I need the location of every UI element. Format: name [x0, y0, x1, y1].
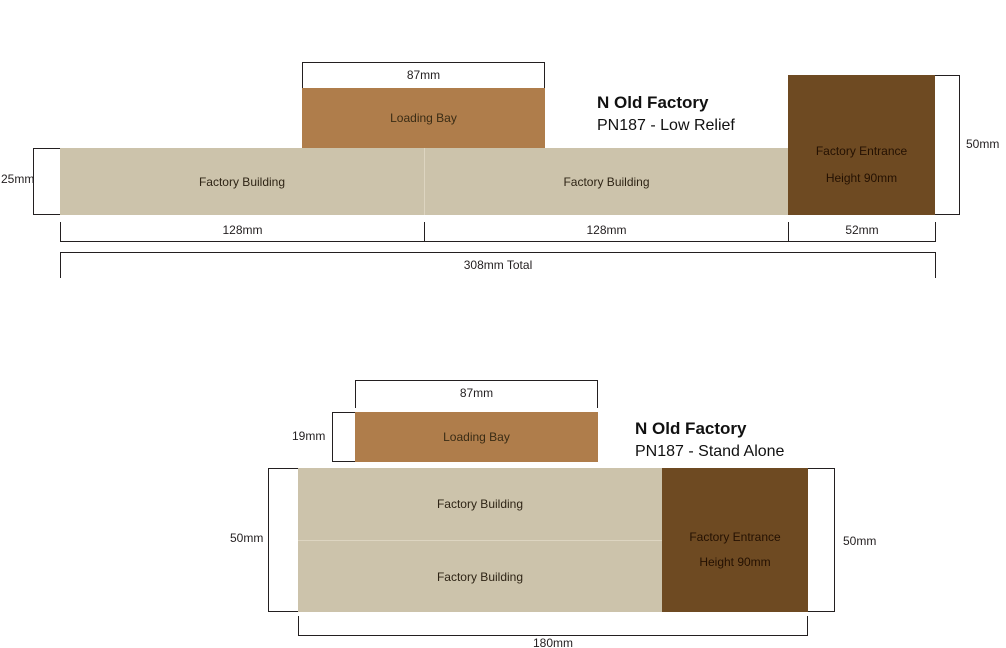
low-relief-loading-bay-width-bracket: 87mm [302, 62, 545, 88]
low-relief-dim-left-section-bracket: 128mm [60, 222, 424, 242]
low-relief-title-group: N Old Factory PN187 - Low Relief [597, 92, 735, 137]
low-relief-factory-building-left-block: Factory Building [60, 148, 424, 215]
low-relief-loading-bay-label: Loading Bay [390, 111, 457, 125]
low-relief-subtitle: PN187 - Low Relief [597, 116, 735, 134]
stand-alone-subtitle: PN187 - Stand Alone [635, 442, 785, 460]
stand-alone-loading-bay-height-label: 19mm [292, 429, 326, 443]
stand-alone-title: N Old Factory [635, 419, 747, 438]
low-relief-total-width-label: 308mm Total [463, 258, 533, 272]
stand-alone-factory-entrance-label: Factory Entrance [689, 529, 781, 544]
stand-alone-entrance-height-label: 50mm [843, 534, 877, 548]
low-relief-dim-mid-section-label: 128mm [586, 223, 627, 237]
low-relief-entrance-height-note: Height 90mm [825, 171, 898, 185]
stand-alone-factory-building-bottom-label: Factory Building [436, 569, 524, 584]
low-relief-dim-left-section-label: 128mm [222, 223, 263, 237]
stand-alone-factory-building-top-block: Factory Building [298, 468, 662, 540]
stand-alone-entrance-height-bracket [808, 468, 835, 612]
stand-alone-loading-bay-label: Loading Bay [443, 430, 510, 444]
low-relief-factory-entrance-label: Factory Entrance [815, 143, 908, 158]
low-relief-total-width-bracket: 308mm Total [60, 252, 936, 278]
stand-alone-factory-building-bottom-block: Factory Building [298, 540, 662, 612]
stand-alone-factory-entrance-block: Factory Entrance Height 90mm [662, 468, 808, 612]
low-relief-dim-entrance-section-bracket: 52mm [788, 222, 936, 242]
low-relief-factory-building-right-label: Factory Building [563, 174, 650, 189]
low-relief-building-height-bracket [33, 148, 60, 215]
low-relief-entrance-height-bracket [935, 75, 960, 215]
low-relief-factory-building-right-block: Factory Building [424, 148, 788, 215]
low-relief-loading-bay-width-label: 87mm [406, 68, 441, 82]
low-relief-building-height-label: 25mm [1, 172, 35, 186]
stand-alone-total-width-label: 180mm [532, 636, 573, 648]
low-relief-factory-entrance-block: Factory Entrance Height 90mm [788, 75, 935, 215]
stand-alone-total-width-bracket [298, 616, 808, 636]
stand-alone-title-group: N Old Factory PN187 - Stand Alone [635, 418, 784, 463]
stand-alone-building-height-bracket [268, 468, 298, 612]
stand-alone-loading-bay-width-bracket: 87mm [355, 380, 598, 408]
low-relief-title: N Old Factory [597, 93, 709, 112]
low-relief-factory-building-left-label: Factory Building [198, 174, 286, 189]
stand-alone-loading-bay-block: Loading Bay [355, 412, 598, 462]
stand-alone-loading-bay-height-bracket [332, 412, 355, 462]
stand-alone-loading-bay-width-label: 87mm [459, 386, 494, 400]
stand-alone-entrance-height-note: Height 90mm [699, 555, 771, 569]
low-relief-dim-entrance-section-label: 52mm [845, 223, 879, 237]
low-relief-entrance-height-label: 50mm [966, 137, 1000, 151]
stand-alone-factory-building-top-label: Factory Building [436, 497, 524, 511]
stand-alone-building-height-label: 50mm [230, 531, 264, 545]
low-relief-dim-mid-section-bracket: 128mm [424, 222, 788, 242]
low-relief-loading-bay-block: Loading Bay [302, 88, 545, 148]
